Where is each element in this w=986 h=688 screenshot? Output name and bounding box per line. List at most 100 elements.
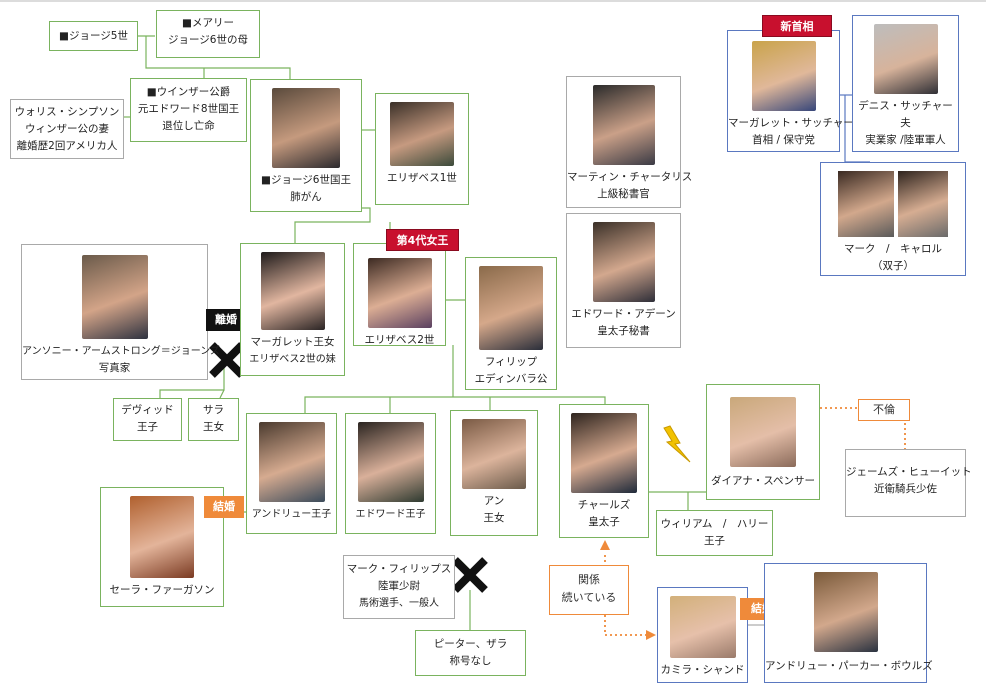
philip-role: エディンバラ公 [474, 373, 548, 385]
relation-line1: 関係 [578, 573, 600, 586]
person-camilla[interactable]: カミラ・シャンド [657, 587, 748, 683]
elizabeth1-portrait [390, 102, 454, 166]
edward-portrait [357, 422, 424, 502]
elizabeth2-portrait [367, 258, 432, 328]
wallis-role: ウィンザー公の妻 [25, 123, 109, 135]
elizabeth1-name: エリザベス1世 [387, 172, 457, 184]
divorce-cross-anne-icon [452, 557, 488, 593]
william-title: 王子 [704, 535, 725, 547]
tony-name: アンソニー・アームストロング＝ジョーンズ [22, 346, 220, 357]
andrew-name: アンドリュー王子 [251, 509, 332, 520]
windsor-name: ■ウインザー公爵 [146, 86, 231, 98]
thatcher-role: 首相 / 保守党 [752, 134, 815, 146]
person-edward[interactable]: エドワード王子 [345, 413, 436, 534]
new-pm-tag: 新首相 [762, 15, 832, 37]
fourth-queen-tag: 第4代女王 [386, 229, 459, 251]
charteris-role: 上級秘書官 [597, 188, 650, 200]
charles-portrait [571, 413, 637, 493]
camilla-portrait [669, 596, 736, 658]
person-fergie[interactable]: セーラ・ファーガソン [100, 487, 224, 607]
denis-portrait [873, 24, 938, 94]
george6-portrait [272, 88, 340, 168]
mark-portrait [838, 171, 895, 237]
person-diana[interactable]: ダイアナ・スペンサー [706, 384, 820, 500]
person-windsor[interactable]: ■ウインザー公爵 元エドワード8世国王 退位し亡命 [130, 78, 247, 142]
line-margaret-children [159, 366, 225, 399]
person-margaret[interactable]: マーガレット王女 エリザベス2世の妹 [240, 243, 345, 376]
margaret-name: マーガレット王女 [250, 336, 335, 348]
person-twins[interactable]: マーク / キャロル （双子） [820, 162, 966, 276]
mary-role: ジョージ6世の母 [168, 34, 248, 46]
person-charteris[interactable]: マーティン・チャータリス 上級秘書官 [566, 76, 693, 208]
person-william-harry[interactable]: ウィリアム / ハリー 王子 [656, 510, 773, 556]
peter-name: ピーター、ザラ [433, 638, 508, 650]
thatcher-portrait [751, 41, 816, 111]
anne-portrait [462, 419, 526, 489]
charles-title: 皇太子 [588, 516, 620, 528]
wallis-note: 離婚歴2回アメリカ人 [16, 140, 118, 152]
sarah-title: 王女 [203, 421, 224, 433]
charles-name: チャールズ [577, 499, 631, 511]
parker-name: アンドリュー・パーカー・ボウルズ [765, 660, 933, 672]
diana-portrait [730, 397, 796, 467]
relation-line2: 続いている [561, 591, 617, 604]
wallis-name: ウォリス・シンプソン [14, 106, 120, 118]
line-queen-children [304, 345, 606, 413]
person-denis[interactable]: デニス・サッチャー 夫 実業家 /陸軍軍人 [852, 15, 959, 152]
person-david[interactable]: デヴィッド 王子 [113, 398, 182, 441]
person-elizabeth1[interactable]: エリザベス1世 [375, 93, 469, 205]
twins-note: （双子） [872, 260, 914, 272]
person-anne[interactable]: アン 王女 [450, 410, 538, 536]
divorce-tag: 離婚 [206, 309, 246, 331]
person-andrew[interactable]: アンドリュー王子 [246, 413, 337, 534]
tony-portrait [81, 255, 148, 339]
tony-role: 写真家 [98, 362, 131, 374]
william-name: ウィリアム / ハリー [660, 518, 769, 530]
top-divider [0, 0, 986, 2]
elizabeth2-name: エリザベス2世 [364, 334, 435, 346]
lightning-icon [663, 425, 691, 463]
divorce-cross-icon [209, 342, 245, 378]
anne-name: アン [483, 495, 505, 507]
andrew-portrait [258, 422, 325, 502]
line-charles-camilla-relation [604, 555, 648, 636]
line-george6-daughters [294, 207, 391, 243]
fergie-name: セーラ・ファーガソン [109, 584, 215, 596]
mary-name: ■メアリー [182, 17, 234, 29]
camilla-name: カミラ・シャンド [660, 664, 745, 676]
person-elizabeth2[interactable]: エリザベス2世 [353, 243, 446, 346]
person-parker[interactable]: アンドリュー・パーカー・ボウルズ [764, 563, 933, 683]
person-thatcher[interactable]: マーガレット・サッチャー 首相 / 保守党 [727, 30, 854, 152]
adeane-name: エドワード・アデーン [571, 308, 676, 320]
charteris-name: マーティン・チャータリス [567, 171, 693, 183]
person-mary[interactable]: ■メアリー ジョージ6世の母 [156, 10, 260, 58]
person-tony[interactable]: アンソニー・アームストロング＝ジョーンズ 写真家 [21, 244, 220, 380]
person-peter-zara[interactable]: ピーター、ザラ 称号なし [415, 630, 526, 676]
twins-name: マーク / キャロル [843, 243, 943, 255]
arrow-up-to-charles [600, 540, 610, 550]
person-wallis[interactable]: ウォリス・シンプソン ウィンザー公の妻 離婚歴2回アメリカ人 [10, 99, 124, 159]
sarah-name: サラ [203, 404, 224, 416]
denis-name: デニス・サッチャー [858, 100, 953, 112]
person-charles[interactable]: チャールズ 皇太子 [559, 404, 649, 538]
relation-note: 関係 続いている [549, 565, 629, 615]
thatcher-name: マーガレット・サッチャー [728, 117, 854, 129]
person-george5[interactable]: ■ジョージ5世 [49, 21, 138, 51]
marriage-tag-andrew: 結婚 [204, 496, 244, 518]
david-title: 王子 [137, 421, 158, 433]
person-markp[interactable]: マーク・フィリップス 陸軍少尉 馬術選手、一般人 [343, 555, 455, 619]
george5-name: ■ジョージ5世 [59, 30, 128, 42]
person-hewitt[interactable]: ジェームズ・ヒューイット 近衛騎兵少佐 [845, 449, 972, 517]
markp-role: 陸軍少尉 [378, 580, 420, 592]
person-sarah[interactable]: サラ 王女 [188, 398, 239, 441]
diana-name: ダイアナ・スペンサー [710, 475, 816, 487]
peter-note: 称号なし [449, 655, 492, 667]
parker-portrait [813, 572, 878, 652]
markp-name: マーク・フィリップス [346, 563, 452, 575]
person-philip[interactable]: フィリップ エディンバラ公 [465, 257, 557, 390]
person-adeane[interactable]: エドワード・アデーン 皇太子秘書 [566, 213, 681, 348]
anne-title: 王女 [483, 512, 505, 524]
markp-note: 馬術選手、一般人 [359, 598, 439, 609]
person-george6[interactable]: ■ジョージ6世国王 肺がん [250, 79, 362, 212]
